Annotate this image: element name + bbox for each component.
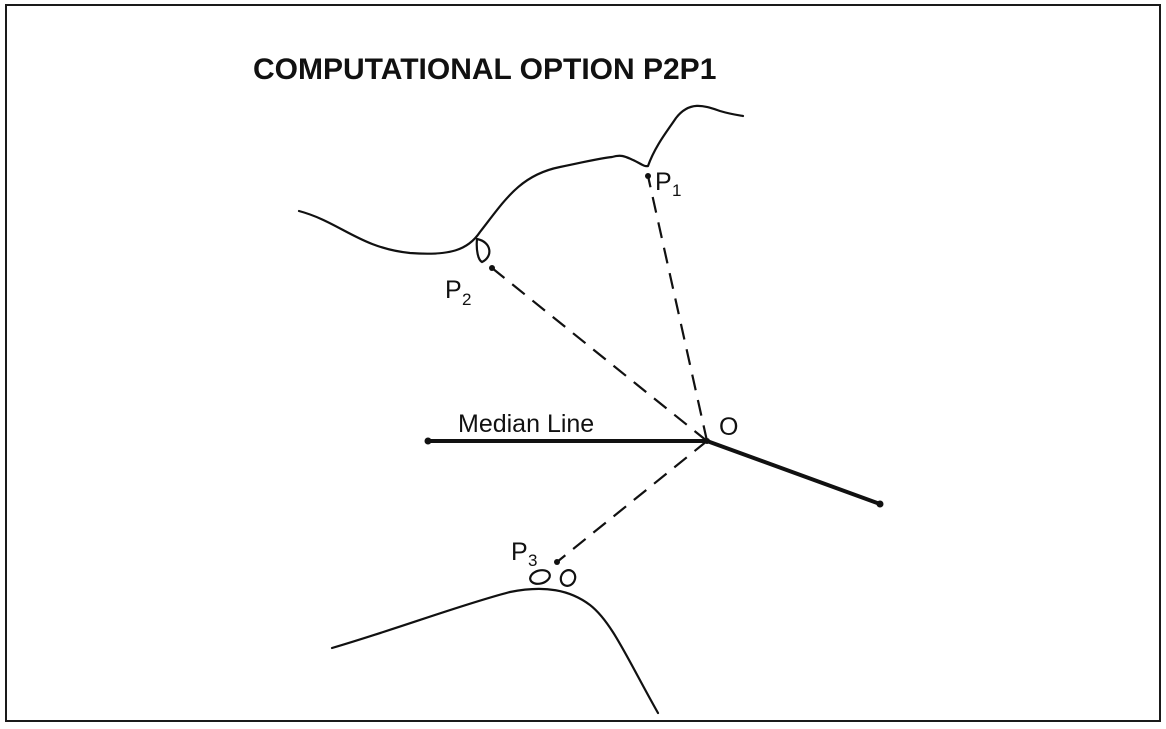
- label-origin: O: [719, 413, 738, 441]
- point-p1: [645, 173, 651, 179]
- label-median-line: Median Line: [458, 410, 594, 438]
- label-p2-letter: P: [445, 276, 462, 304]
- median-line-end-west: [424, 437, 432, 445]
- islet-p3-right: [559, 569, 577, 587]
- dashed-line-o-p1: [646, 175, 709, 442]
- point-p2: [489, 265, 495, 271]
- dashed-line-o-p2: [491, 267, 708, 442]
- lower-coastline: [330, 587, 660, 715]
- label-p1: P 1: [655, 168, 681, 200]
- label-p1-letter: P: [655, 168, 672, 196]
- label-p1-subscript: 1: [672, 181, 681, 200]
- diagram-title: COMPUTATIONAL OPTION P2P1: [253, 53, 716, 86]
- point-p3: [554, 559, 560, 565]
- islet-p2: [475, 237, 491, 264]
- dashed-line-o-p3: [556, 440, 708, 563]
- median-line: [426, 439, 882, 506]
- median-line-end-east: [876, 500, 884, 508]
- label-p3-subscript: 3: [528, 551, 537, 570]
- islet-p3-left: [529, 569, 551, 585]
- label-p3-letter: P: [511, 538, 528, 566]
- label-p2-subscript: 2: [462, 290, 471, 309]
- label-p2: P 2: [445, 276, 471, 309]
- label-p3: P 3: [511, 538, 537, 570]
- upper-coastline: [297, 104, 745, 255]
- point-o: [704, 438, 710, 444]
- diagram-frame: [5, 4, 1161, 722]
